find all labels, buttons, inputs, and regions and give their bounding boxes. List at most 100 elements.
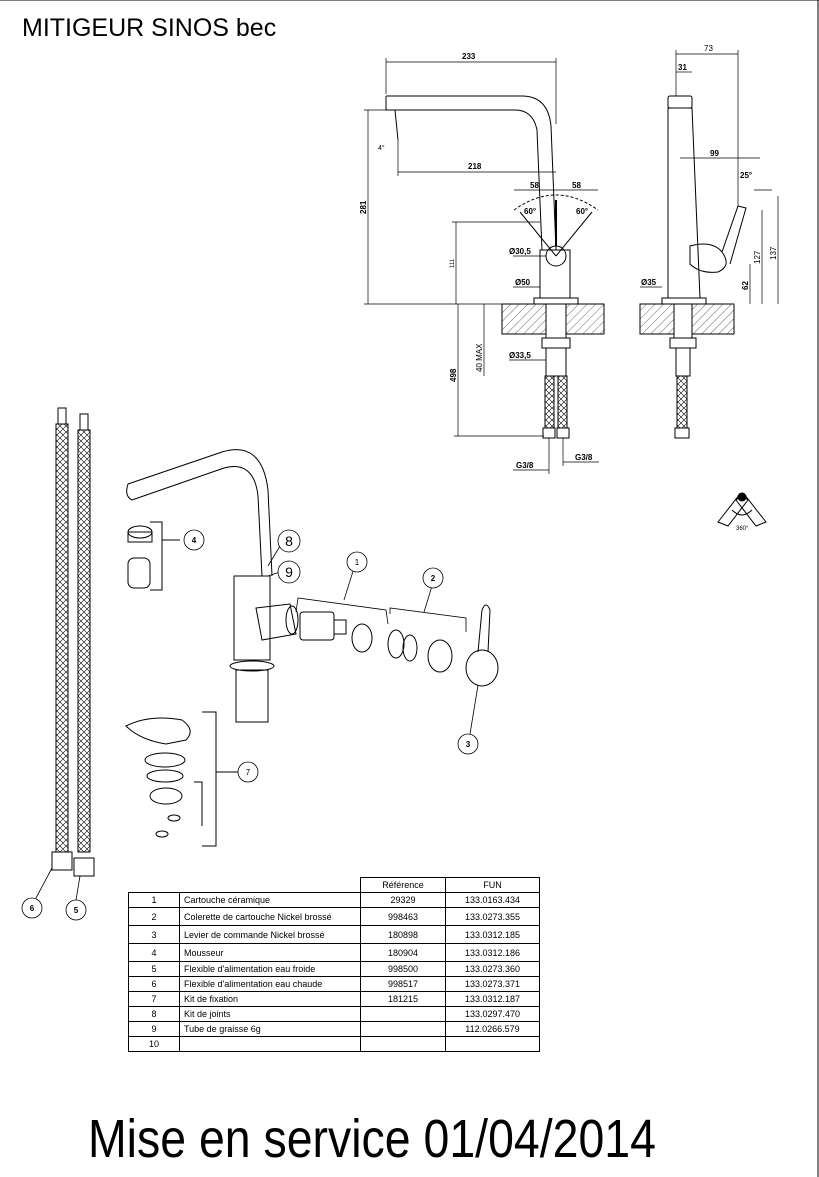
side-shank-lower <box>675 347 691 377</box>
part-fun-code: 133.0312.187 <box>445 991 540 1007</box>
dim-233-label: 233 <box>462 52 476 61</box>
callout-circles: 1 2 3 4 5 6 7 <box>21 529 479 921</box>
side-nut <box>669 337 697 349</box>
part-designation: Levier de commande Nickel brossé <box>179 925 361 944</box>
part-designation: Flexible d'alimentation eau chaude <box>179 976 361 992</box>
front-nut <box>541 337 571 349</box>
side-shank <box>673 303 693 339</box>
part-number: 8 <box>128 1006 180 1022</box>
fixation-small-ring <box>167 814 181 822</box>
svg-text:3: 3 <box>466 740 471 749</box>
front-spout-outlet <box>394 109 399 141</box>
rotation-icon-pivot <box>737 492 747 502</box>
aerator-bracket <box>150 521 163 591</box>
callout-2-bracket <box>389 607 467 632</box>
dim-218-label: 218 <box>468 162 482 171</box>
part-number: 5 <box>128 961 180 977</box>
dim-58-right-label: 58 <box>572 181 581 190</box>
part-number: 2 <box>128 907 180 926</box>
side-lever <box>721 205 747 265</box>
svg-text:4: 4 <box>192 536 197 545</box>
dim-58-left-label: 58 <box>530 181 539 190</box>
callout-6-leader <box>35 867 53 899</box>
front-dimension-lines <box>364 58 599 474</box>
side-spout-top <box>667 95 693 109</box>
svg-text:6: 6 <box>30 904 35 913</box>
exploded-base-ring <box>229 660 275 672</box>
hose-5-braid <box>77 429 91 853</box>
callout-leaders <box>35 545 479 901</box>
part-fun-code: 133.0163.434 <box>445 892 540 908</box>
part-designation: Kit de joints <box>179 1006 361 1022</box>
front-base <box>533 297 579 305</box>
callout-1: 1 <box>346 551 368 573</box>
exploded-fixation-kit <box>125 711 238 847</box>
rotation-icon-arrow <box>731 509 753 516</box>
part-fun-code: 112.0266.579 <box>445 1021 540 1037</box>
fixation-washer-2 <box>146 769 184 783</box>
rotation-icon-left-arm <box>717 493 749 527</box>
hose-5-top-fitting <box>79 413 89 431</box>
part-fun-code: 133.0297.470 <box>445 1006 540 1022</box>
front-angle-line-right <box>555 211 593 257</box>
exploded-shank <box>235 669 269 723</box>
exploded-cartridge-parts <box>299 604 499 687</box>
parts-table-header: Référence FUN <box>129 877 540 893</box>
cartridge <box>299 611 335 641</box>
collar-ring-3 <box>427 639 453 673</box>
dim-62-label: 62 <box>741 281 750 290</box>
exploded-cartridge-housing <box>255 603 297 641</box>
part-reference: 29329 <box>360 892 446 908</box>
dim-4-label: 4° <box>378 144 385 152</box>
fixation-small-washer <box>155 830 169 838</box>
parts-header-designation <box>180 878 361 893</box>
collar-ring-2 <box>402 634 418 662</box>
part-fun-code: 133.0273.360 <box>445 961 540 977</box>
front-shank-lower <box>545 347 567 377</box>
cartridge-nut <box>351 623 373 653</box>
front-spout-outline-bottom <box>386 109 543 251</box>
hose-6-nut <box>51 851 73 871</box>
part-fun-code: 133.0273.355 <box>445 907 540 926</box>
svg-text:9: 9 <box>285 564 293 580</box>
exploded-housing-opening <box>285 605 299 635</box>
side-lever-base <box>689 243 727 273</box>
part-designation: Cartouche céramique <box>179 892 361 908</box>
dim-g38-left-label: G3/8 <box>516 461 534 470</box>
dim-127-label: 127 <box>753 250 762 264</box>
hose-5-nut <box>73 857 95 877</box>
parts-header-fun: FUN <box>445 877 540 893</box>
part-reference <box>360 1021 446 1037</box>
part-number: 3 <box>128 925 180 944</box>
table-row: 10 <box>128 1036 540 1052</box>
part-fun-code: 133.0273.371 <box>445 976 540 992</box>
front-angle-line-left <box>519 211 557 257</box>
callout-7: 7 <box>237 761 259 783</box>
part-designation: Mousseur <box>179 943 361 962</box>
rotation-icon-right-arm <box>735 493 767 527</box>
callout-1-leader <box>343 567 355 601</box>
dim-25-label: 25° <box>740 171 752 180</box>
callout-9: 9 <box>277 560 301 584</box>
part-designation: Flexible d'alimentation eau froide <box>179 961 361 977</box>
parts-header-reference: Référence <box>360 877 446 893</box>
callout-3: 3 <box>457 733 479 755</box>
part-reference <box>360 1036 446 1052</box>
dim-33-5-label: Ø33,5 <box>509 351 531 360</box>
page-title: MITIGEUR SINOS bec <box>22 14 277 42</box>
parts-header-number <box>129 878 180 893</box>
hose-6-braid <box>55 423 69 853</box>
exploded-spout-bottom <box>131 466 263 577</box>
side-hose-nut <box>674 427 690 439</box>
dim-50-label: Ø50 <box>515 278 531 287</box>
part-reference: 180904 <box>360 943 446 962</box>
dim-35-label: Ø35 <box>641 278 657 287</box>
rotation-360-icon <box>717 492 767 527</box>
